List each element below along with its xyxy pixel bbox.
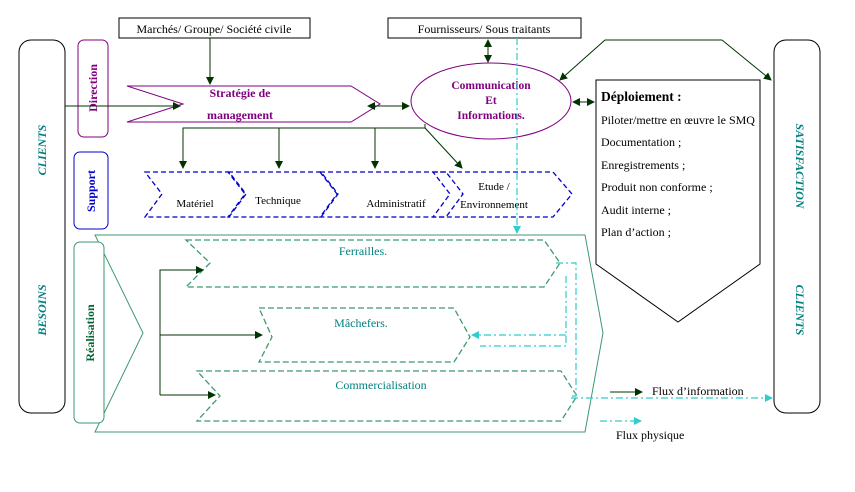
communication-label-3: Informations. xyxy=(457,110,525,122)
deployment-item: Documentation ; xyxy=(601,135,682,149)
suppliers-box xyxy=(387,17,582,39)
administratif-chevron xyxy=(318,171,464,218)
direction-label: Direction xyxy=(86,64,100,112)
realisation-box xyxy=(73,241,105,424)
arrow-to-etude xyxy=(424,127,463,169)
legend-physical-label: Flux physique xyxy=(616,428,684,442)
clients-right-label: CLIENTS xyxy=(793,285,807,336)
clients-besoins-panel xyxy=(18,39,66,414)
satisfaction-clients-panel xyxy=(773,39,821,414)
commercialisation-chevron xyxy=(195,370,578,422)
machefers-label: Mâchefers. xyxy=(334,316,388,330)
technique-label: Technique xyxy=(255,195,301,207)
arrow-satisfaction-feedback xyxy=(559,39,722,81)
clients-left-label: CLIENTS xyxy=(35,124,49,175)
markets-box xyxy=(118,17,311,39)
realisation-outer-shape xyxy=(94,234,604,433)
support-box xyxy=(73,151,109,230)
suppliers-label: Fournisseurs/ Sous traitants xyxy=(418,22,551,36)
direction-box xyxy=(77,39,109,138)
etude-label-1: Etude / xyxy=(478,181,510,193)
support-label: Support xyxy=(84,170,98,212)
strategy-label-2: management xyxy=(207,108,273,122)
etude-label-2: Environnement xyxy=(460,199,528,211)
physical-ferrailles-right xyxy=(556,262,577,397)
deployment-item: Plan d’action ; xyxy=(601,225,671,239)
arrow-communication-to-strategy-bus xyxy=(179,124,426,169)
deployment-item: Audit interne ; xyxy=(601,202,671,217)
support-chevrons xyxy=(143,171,573,218)
deployment-title: Déploiement : xyxy=(601,89,682,104)
deployment-text: Déploiement : Piloter/mettre en œuvre le… xyxy=(601,86,755,244)
besoins-label: BESOINS xyxy=(35,284,49,337)
satisfaction-label: SATISFACTION xyxy=(793,124,807,210)
deployment-item: Piloter/mettre en œuvre le SMQ xyxy=(601,112,755,127)
legend-info-label: Flux d’information xyxy=(652,384,744,398)
physical-flow-arrows xyxy=(471,38,773,425)
etude-chevron xyxy=(431,171,573,218)
commercialisation-label: Commercialisation xyxy=(335,378,426,392)
arrow-top-to-satisfaction xyxy=(721,39,772,81)
physical-loop xyxy=(480,276,567,347)
deployment-item: Enregistrements ; xyxy=(601,157,686,172)
deployment-item: Produit non conforme ; xyxy=(601,180,713,194)
strategy-chevron xyxy=(126,85,381,123)
deployment-shape xyxy=(595,79,761,323)
realisation-label: Réalisation xyxy=(83,304,97,362)
communication-label-1: Communication xyxy=(451,80,531,92)
communication-ellipse xyxy=(410,62,572,140)
arrow-to-ferrailles xyxy=(159,266,204,395)
information-flow-arrows xyxy=(65,38,772,399)
strategy-label-1: Stratégie de xyxy=(210,86,272,100)
realisation-chevrons xyxy=(184,239,578,422)
markets-label: Marchés/ Groupe/ Société civile xyxy=(137,22,292,36)
administratif-label: Administratif xyxy=(366,198,426,210)
ferrailles-chevron xyxy=(184,239,561,288)
ferrailles-label: Ferrailles. xyxy=(339,244,387,258)
communication-label-2: Et xyxy=(485,95,497,107)
materiel-label: Matériel xyxy=(176,198,213,210)
materiel-chevron xyxy=(143,171,247,218)
machefers-chevron xyxy=(257,307,471,363)
